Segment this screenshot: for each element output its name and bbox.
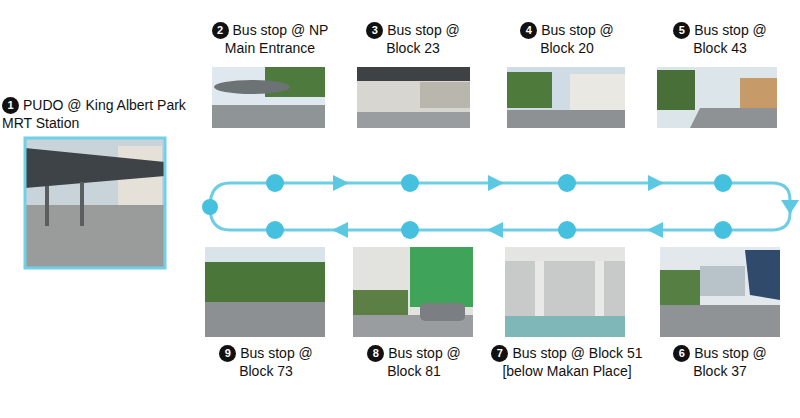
photo-sky bbox=[25, 138, 165, 268]
stop-name: Bus stop @ Block 23 bbox=[386, 22, 460, 56]
photo-road bbox=[212, 105, 325, 128]
photo-road bbox=[357, 112, 470, 128]
stop-photo bbox=[660, 247, 780, 337]
photo-road bbox=[660, 305, 780, 337]
stop-photo bbox=[657, 67, 777, 128]
photo-floor bbox=[505, 316, 625, 337]
photo-green-wall bbox=[410, 247, 473, 307]
photo-canopy bbox=[25, 148, 165, 188]
stop-photo bbox=[212, 67, 325, 128]
photo-pillar bbox=[45, 186, 49, 226]
photo-sky bbox=[657, 67, 777, 128]
bus-stop-label: 8Bus stop @ Block 81 bbox=[349, 344, 479, 380]
stop-photo bbox=[205, 247, 325, 337]
photo-sky bbox=[212, 67, 325, 128]
route-dot bbox=[266, 221, 284, 239]
photo-car bbox=[420, 303, 465, 321]
stop-name: Bus stop @ Block 81 bbox=[387, 345, 461, 379]
route-stop-dots bbox=[266, 174, 732, 239]
bus-stop-label: 7Bus stop @ Block 51 [below Makan Place] bbox=[477, 344, 657, 380]
callout-number: 4 bbox=[520, 22, 537, 39]
photo-road bbox=[205, 302, 325, 337]
stop-name: Bus stop @ Block 51 [below Makan Place] bbox=[502, 345, 642, 379]
callout-number: 8 bbox=[367, 345, 384, 362]
photo-road bbox=[507, 110, 625, 128]
route-loop bbox=[210, 183, 790, 230]
photo-trees bbox=[660, 270, 700, 305]
photo-building bbox=[740, 78, 777, 108]
photo-road bbox=[690, 108, 777, 128]
bus-stop-label: 2Bus stop @ NP Main Entrance bbox=[205, 21, 335, 57]
photo-sky bbox=[205, 247, 325, 337]
photo-sky bbox=[507, 67, 625, 128]
photo-trees bbox=[205, 262, 325, 302]
photo-building bbox=[570, 74, 625, 110]
stop-name: Bus stop @ Block 43 bbox=[693, 22, 767, 56]
stop-name: Bus stop @ Block 37 bbox=[693, 345, 767, 379]
route-arrow bbox=[332, 222, 348, 238]
route-arrows bbox=[332, 175, 799, 238]
callout-number: 9 bbox=[219, 345, 236, 362]
stop-name: Bus stop @ Block 20 bbox=[540, 22, 614, 56]
photo-interior bbox=[505, 247, 625, 337]
photo-wall bbox=[420, 82, 470, 108]
callout-number: 6 bbox=[673, 345, 690, 362]
callout-number: 7 bbox=[491, 345, 508, 362]
stop-photo bbox=[353, 247, 473, 337]
route-dot bbox=[401, 174, 419, 192]
photo-plants bbox=[353, 290, 408, 315]
callout-number: 5 bbox=[673, 22, 690, 39]
route-arrow bbox=[488, 175, 504, 191]
photo-pillar bbox=[595, 261, 604, 316]
bus-stop-label: 3Bus stop @ Block 23 bbox=[348, 21, 478, 57]
photo-frame bbox=[25, 138, 165, 268]
route-dot bbox=[266, 174, 284, 192]
stop-name: Bus stop @ NP Main Entrance bbox=[225, 22, 329, 56]
stop-photo bbox=[25, 138, 165, 268]
stop-photo bbox=[505, 247, 625, 337]
route-arrow bbox=[648, 175, 664, 191]
stop-name: PUDO @ King Albert Park MRT Station bbox=[2, 97, 186, 131]
photo-trees bbox=[657, 70, 695, 110]
route-arrow bbox=[333, 175, 349, 191]
route-dot bbox=[558, 174, 576, 192]
photo-canopy bbox=[745, 250, 780, 300]
route-arrow bbox=[647, 222, 663, 238]
photo-sky bbox=[660, 247, 780, 337]
callout-number: 3 bbox=[366, 22, 383, 39]
stop-name: Bus stop @ Block 73 bbox=[239, 345, 313, 379]
photo-pillar bbox=[535, 261, 544, 316]
photo-building bbox=[357, 67, 470, 128]
photo-building bbox=[353, 247, 473, 337]
bus-stop-label: 9Bus stop @ Block 73 bbox=[201, 344, 331, 380]
route-arrow bbox=[781, 200, 799, 214]
route-dot bbox=[401, 221, 419, 239]
photo-building bbox=[700, 266, 745, 296]
photo-roof bbox=[357, 67, 470, 81]
photo-shelter bbox=[214, 80, 290, 94]
photo-trees bbox=[507, 72, 552, 108]
route-dot bbox=[714, 221, 732, 239]
route-start-dot bbox=[202, 199, 218, 215]
bus-stop-label: 1PUDO @ King Albert Park MRT Station bbox=[2, 96, 207, 132]
stop-photo bbox=[507, 67, 625, 128]
bus-stop-label: 6Bus stop @ Block 37 bbox=[655, 344, 785, 380]
callout-number: 1 bbox=[2, 97, 19, 114]
route-dot bbox=[714, 174, 732, 192]
photo-pillar bbox=[80, 182, 84, 226]
bus-stop-label: 4Bus stop @ Block 20 bbox=[502, 21, 632, 57]
route-dot bbox=[558, 221, 576, 239]
photo-ceiling bbox=[505, 247, 625, 261]
stop-photo bbox=[357, 67, 470, 128]
route-arrow bbox=[487, 222, 503, 238]
bus-stop-label: 5Bus stop @ Block 43 bbox=[655, 21, 785, 57]
callout-number: 2 bbox=[212, 22, 229, 39]
